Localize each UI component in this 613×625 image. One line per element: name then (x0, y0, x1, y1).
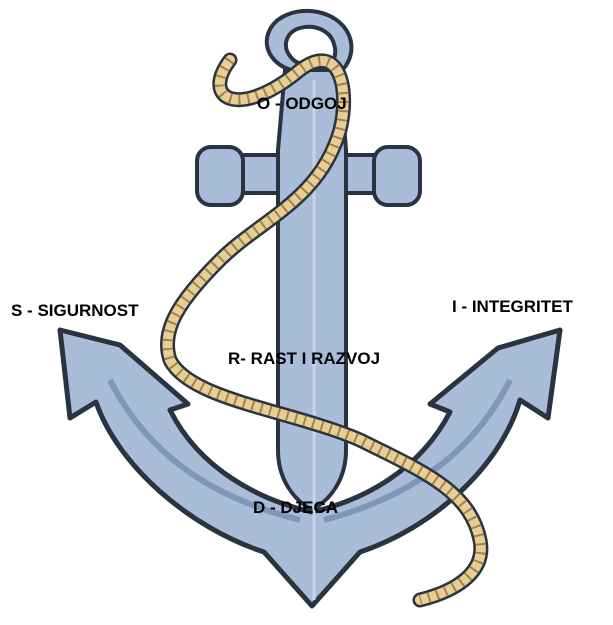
label-sigurnost: S - SIGURNOST (11, 302, 139, 319)
stock-cap-left (197, 147, 243, 205)
label-odgoj: O - ODGOJ (257, 95, 347, 112)
label-integritet: I - INTEGRITET (452, 298, 573, 315)
label-djeca: D - DJECA (253, 499, 338, 516)
label-rast-i-razvoj: R- RAST I RAZVOJ (228, 350, 380, 367)
stock-cap-right (374, 147, 420, 205)
